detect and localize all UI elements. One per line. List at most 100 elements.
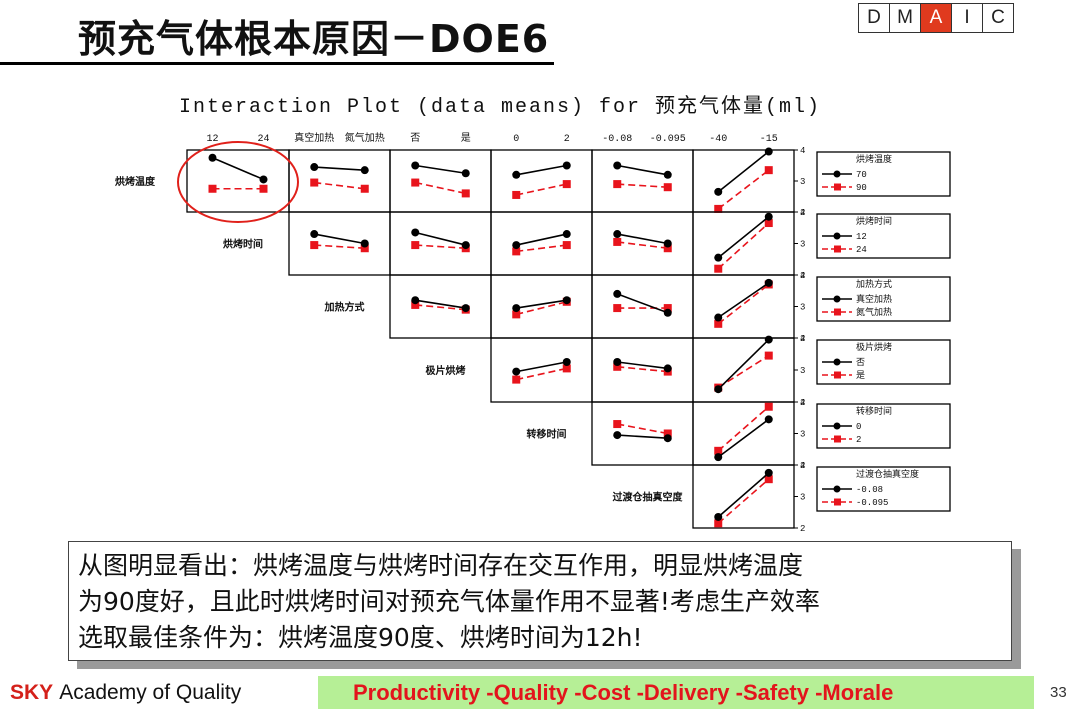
y-tick-label: 2 — [800, 461, 805, 471]
y-tick-label: 4 — [800, 271, 805, 281]
factor-name-label: 转移时间 — [527, 428, 567, 441]
factor-name-label: 过渡仓抽真空度 — [613, 491, 684, 504]
slide-title: 预充气体根本原因－DOE6 — [78, 17, 550, 61]
series-point-level-2 — [663, 304, 672, 313]
series-point-level-2 — [512, 375, 521, 384]
y-tick-label: 4 — [800, 208, 805, 218]
title-underline — [0, 62, 554, 65]
series-line-level-1 — [617, 434, 668, 440]
page-number: 33 — [1050, 684, 1067, 701]
legend-level-label: 0 — [856, 422, 861, 432]
legend-marker-level-1 — [833, 232, 841, 240]
series-point-level-2 — [360, 184, 369, 193]
series-line-level-2 — [415, 304, 466, 311]
footer-academy: Academy of Quality — [59, 681, 242, 704]
series-line-level-2 — [516, 244, 567, 253]
series-line-level-1 — [516, 361, 567, 373]
series-line-level-2 — [717, 169, 770, 210]
plot-panel — [591, 274, 694, 339]
series-point-level-1 — [461, 169, 470, 178]
series-line-level-2 — [617, 241, 668, 250]
y-tick-label: 4 — [800, 461, 805, 471]
legend-marker-level-2 — [834, 435, 841, 443]
y-tick-label: 3 — [800, 430, 805, 440]
y-tick-label: 3 — [800, 366, 805, 376]
series-point-level-1 — [360, 166, 369, 175]
series-line-level-1 — [717, 418, 770, 458]
series-point-level-2 — [663, 244, 672, 253]
legend-level-label: 氮气加热 — [856, 306, 892, 318]
legend-marker-level-2 — [834, 308, 841, 316]
conclusion-note: 从图明显看出：烘烤温度与烘烤时间存在交互作用，明显烘烤温度 为90度好，且此时烘… — [68, 541, 1012, 661]
series-line-level-1 — [717, 339, 770, 390]
series-point-level-1 — [613, 161, 622, 170]
series-point-level-1 — [714, 253, 723, 262]
plot-panel — [490, 211, 593, 276]
series-line-level-2 — [415, 181, 466, 195]
series-line-level-1 — [415, 231, 466, 246]
series-line-level-1 — [717, 216, 770, 259]
series-line-level-2 — [717, 478, 770, 524]
series-line-level-1 — [617, 361, 668, 370]
legend-title: 加热方式 — [856, 278, 892, 290]
series-point-level-1 — [663, 364, 672, 373]
y-tick-label: 4 — [800, 334, 805, 344]
top-level-label: 2 — [564, 134, 570, 145]
plot-panel — [692, 274, 795, 339]
top-level-label: -15 — [760, 134, 778, 145]
top-level-label: -0.095 — [650, 134, 686, 145]
plot-panel — [186, 149, 290, 213]
plot-panel — [389, 149, 492, 213]
series-point-level-2 — [613, 362, 622, 371]
y-tick-label: 3 — [800, 303, 805, 313]
footer-sky-logo: SKY — [10, 681, 54, 704]
series-line-level-2 — [717, 222, 770, 270]
y-tick-label: 2 — [800, 524, 805, 534]
y-tick-label: 4 — [800, 398, 805, 408]
series-point-level-2 — [764, 166, 773, 175]
legend-marker-level-1 — [833, 422, 841, 430]
plot-panel — [692, 464, 795, 529]
series-line-level-2 — [617, 183, 668, 188]
series-point-level-2 — [613, 304, 622, 313]
series-point-level-1 — [512, 170, 521, 179]
note-line-3: 选取最佳条件为：烘烤温度90度、烘烤时间为12h! — [78, 623, 643, 652]
series-point-level-2 — [613, 237, 622, 246]
series-point-level-2 — [764, 402, 773, 411]
series-point-level-1 — [764, 212, 773, 221]
series-point-level-2 — [360, 244, 369, 253]
series-point-level-1 — [310, 230, 319, 239]
legend-level-label: -0.08 — [856, 485, 883, 495]
series-point-level-1 — [208, 153, 217, 162]
series-point-level-1 — [562, 230, 571, 239]
legend-title: 烘烤温度 — [856, 153, 892, 165]
series-line-level-1 — [616, 293, 669, 314]
series-point-level-1 — [613, 358, 622, 366]
legend-marker-level-1 — [833, 485, 841, 493]
plot-panel — [692, 401, 795, 466]
series-point-level-1 — [411, 296, 420, 305]
series-line-level-1 — [516, 299, 567, 309]
series-point-level-1 — [461, 241, 470, 250]
series-point-level-1 — [663, 239, 672, 248]
series-point-level-1 — [562, 161, 571, 170]
y-tick-label: 4 — [800, 146, 805, 156]
series-point-level-1 — [663, 170, 672, 179]
y-tick-label: 2 — [800, 208, 805, 218]
plot-title: Interaction Plot (data means) for 预充气体量(… — [179, 94, 821, 119]
factor-name-label: 加热方式 — [324, 301, 365, 314]
series-line-level-1 — [415, 299, 466, 309]
series-point-level-1 — [663, 308, 672, 317]
series-point-level-2 — [714, 446, 723, 455]
factor-name-label: 烘烤温度 — [115, 175, 156, 188]
legend-level-label: 2 — [856, 435, 861, 445]
interaction-plot: Interaction Plot (data means) for 预充气体量(… — [115, 94, 951, 534]
series-point-level-1 — [512, 304, 521, 313]
top-level-label: 12 — [206, 134, 218, 145]
top-level-label: 0 — [513, 134, 519, 145]
factor-name-label: 极片烘烤 — [426, 364, 466, 377]
dmaic-i: I — [952, 4, 983, 32]
series-line-level-1 — [212, 157, 264, 181]
plot-panel — [591, 211, 694, 276]
